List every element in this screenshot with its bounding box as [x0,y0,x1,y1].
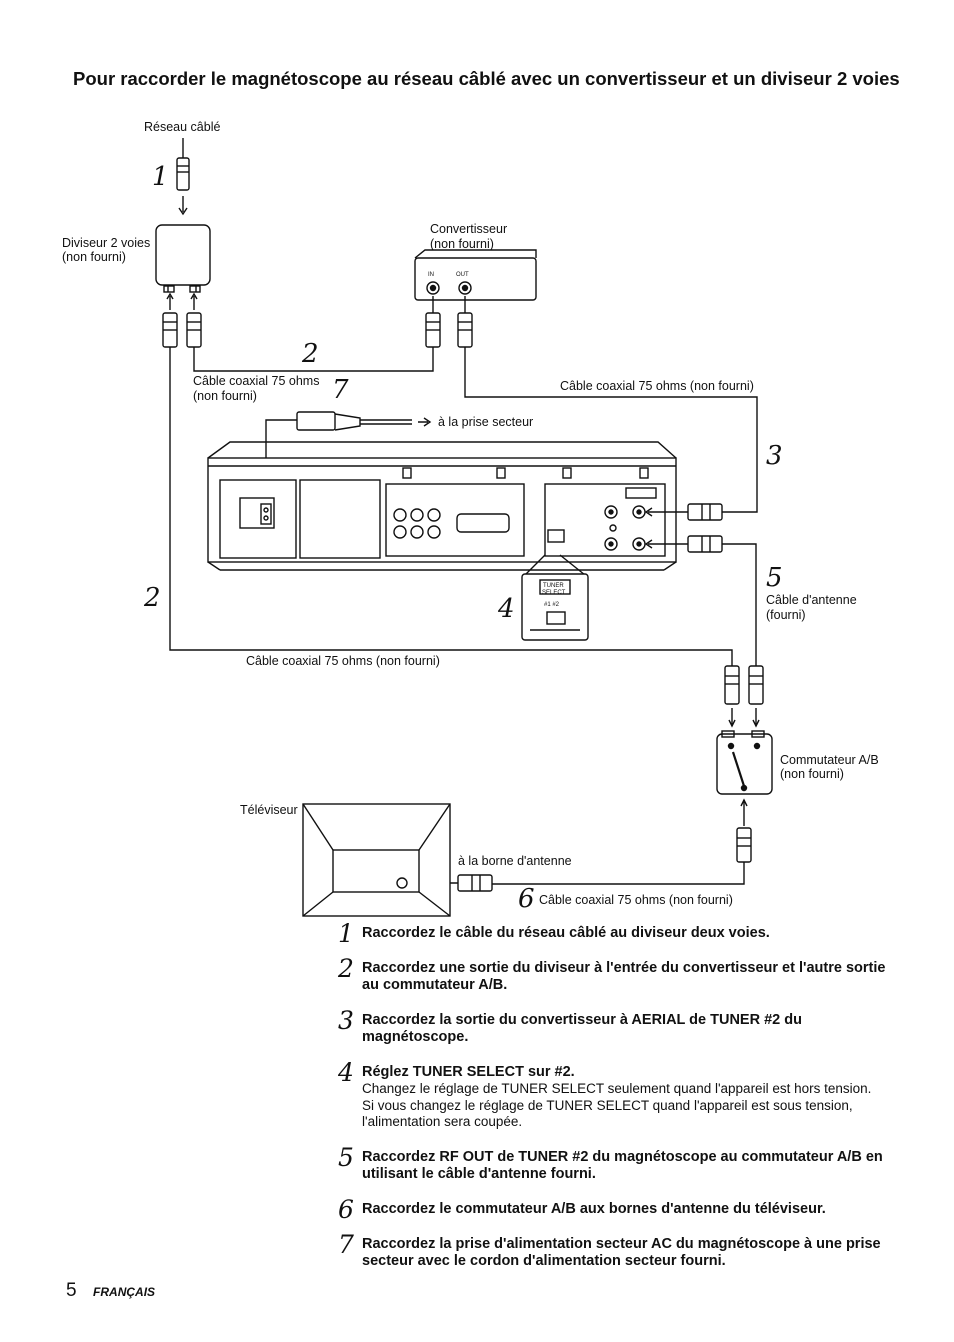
step-number: 6 [338,1194,354,1224]
label-converter-out: OUT [456,272,469,278]
vcr-rear-panel [207,441,677,571]
label-ab-switch-note: (non fourni) [780,767,844,781]
step-heading: Raccordez la prise d'alimentation secteu… [362,1235,881,1269]
step-note: Si vous changez le réglage de TUNER SELE… [362,1097,853,1130]
label-converter: Convertisseur [430,222,507,236]
ab-output-plug [736,827,752,863]
callout-3: 3 [766,441,783,471]
step-heading: Raccordez le câble du réseau câblé au di… [362,925,770,941]
instruction-steps: 1 Raccordez le câble du réseau câblé au … [338,919,898,1270]
step-number: 5 [338,1142,354,1172]
step-2: 2 Raccordez une sortie du diviseur à l'e… [338,954,898,994]
page-number: 5 [66,1280,77,1301]
language-label: FRANÇAIS [93,1285,156,1299]
callout-5: 5 [766,563,783,593]
step-1: 1 Raccordez le câble du réseau câblé au … [338,919,898,948]
label-splitter-note: (non fourni) [62,250,126,264]
callout-4: 4 [497,594,515,624]
step-7: 7 Raccordez la prise d'alimentation sect… [338,1230,898,1270]
label-coax-top-left: Câble coaxial 75 ohms [193,374,319,388]
label-antenna-cable: Câble d'antenne [766,593,857,607]
step-note: Changez le réglage de TUNER SELECT seule… [362,1081,872,1096]
label-tuner: TUNER [543,583,564,589]
step-number: 1 [338,919,354,948]
callout-2-left: 2 [143,583,161,613]
label-coax-bottom: Câble coaxial 75 ohms (non fourni) [539,893,733,907]
converter-box [414,257,537,301]
label-converter-note: (non fourni) [430,237,494,251]
tuner2-rfout-plug [687,535,723,553]
label-tuner-positions: #1 #2 [544,602,560,608]
connection-diagram: Réseau câblé Diviseur 2 voies (non fourn… [62,120,879,917]
step-heading: Raccordez le commutateur A/B aux bornes … [362,1200,826,1217]
step-5: 5 Raccordez RF OUT de TUNER #2 du magnét… [338,1143,898,1183]
ab-plug-left [724,665,740,705]
tv-antenna-plug [457,874,493,892]
step-heading: Raccordez RF OUT de TUNER #2 du magnétos… [362,1148,883,1182]
step-heading: Raccordez la sortie du convertisseur à A… [362,1012,802,1045]
cable-network-plug [176,157,190,191]
label-cable-network: Réseau câblé [144,120,220,134]
splitter-box [155,224,211,286]
television [302,803,451,917]
step-number: 3 [338,1006,354,1035]
step-number: 4 [338,1058,354,1087]
step-heading: Raccordez une sortie du diviseur à l'ent… [362,960,886,993]
tuner-select-detail [521,573,589,641]
label-tv: Téléviseur [240,803,298,817]
label-coax-top-left-note: (non fourni) [193,389,257,403]
step-4: 4 Réglez TUNER SELECT sur #2. Changez le… [338,1058,898,1131]
callout-6: 6 [518,884,535,914]
label-coax-middle: Câble coaxial 75 ohms (non fourni) [246,654,440,668]
step-number: 7 [338,1229,354,1259]
label-splitter: Diviseur 2 voies [62,236,150,250]
callout-2-top: 2 [301,339,319,369]
page-footer: 5 FRANÇAIS [66,1280,155,1302]
ab-plug-right [748,665,764,705]
label-converter-in: IN [428,272,434,278]
callout-1: 1 [152,162,169,192]
label-mains-outlet: à la prise secteur [438,415,533,429]
label-ab-switch: Commutateur A/B [780,753,879,767]
step-number: 2 [338,954,354,983]
page-title: Pour raccorder le magnétoscope au réseau… [73,68,900,89]
label-coax-top-right: Câble coaxial 75 ohms (non fourni) [560,379,754,393]
label-tuner-select: SELECT [542,590,566,596]
label-antenna-cable-note: (fourni) [766,608,806,622]
step-6: 6 Raccordez le commutateur A/B aux borne… [338,1195,898,1224]
step-3: 3 Raccordez la sortie du convertisseur à… [338,1006,898,1046]
step-heading: Réglez TUNER SELECT sur #2. [362,1064,575,1080]
power-plug [296,411,336,431]
callout-7: 7 [332,375,349,405]
label-antenna-terminal: à la borne d'antenne [458,854,572,868]
tuner2-aerial-plug [687,503,723,521]
